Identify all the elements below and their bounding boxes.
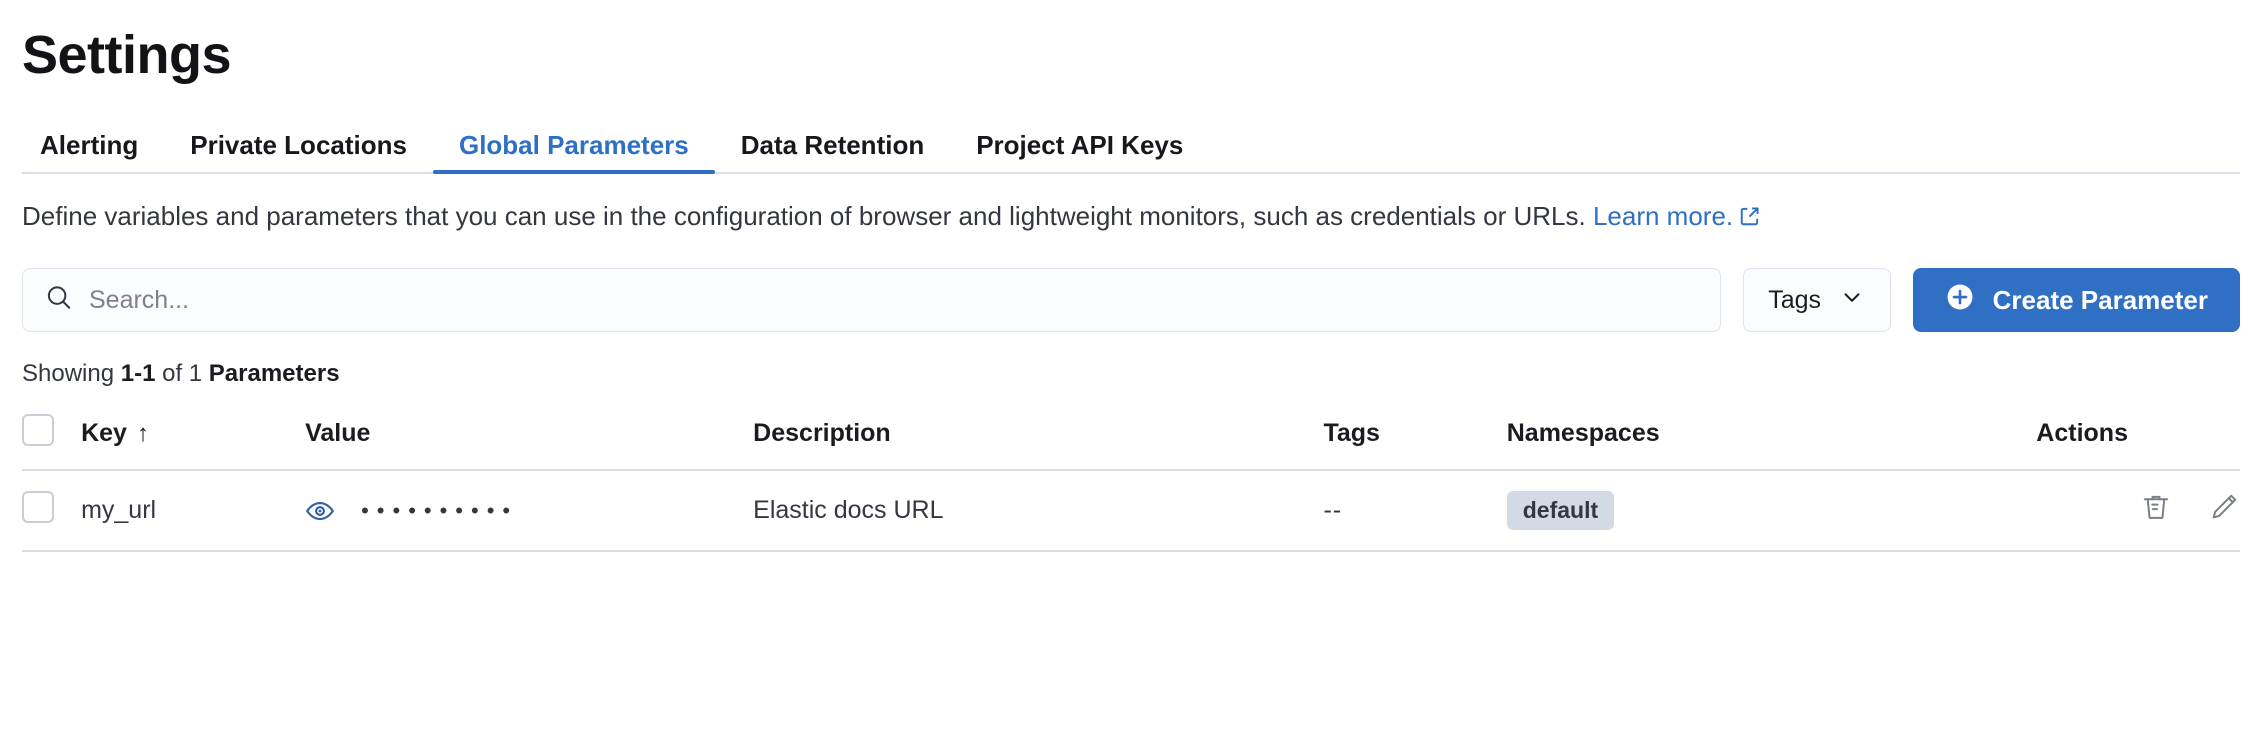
td-description: Elastic docs URL [753,470,1324,553]
table-body: my_url •••••••••• Elastic docs UR [22,470,2240,553]
search-field-wrap [22,268,1721,333]
td-namespaces: default [1506,470,2037,553]
th-value: Value [305,404,754,472]
tags-filter-button[interactable]: Tags [1742,268,1891,333]
settings-tabs: Alerting Private Locations Global Parame… [22,120,2240,175]
namespace-badge: default [1506,491,1615,531]
table-row: my_url •••••••••• Elastic docs UR [22,470,2240,553]
pencil-icon[interactable] [2208,491,2240,523]
tab-data-retention[interactable]: Data Retention [715,132,950,172]
tags-filter-label: Tags [1768,285,1822,314]
select-all-checkbox[interactable] [22,414,54,447]
td-value: •••••••••• [305,470,754,553]
th-key-label: Key [81,419,127,448]
table-header-row: Key ↑ Value Description Tags Namespaces A… [22,404,2240,472]
showing-total: 1 [188,360,209,388]
description-body: Define variables and parameters that you… [22,201,1593,232]
showing-noun: Parameters [208,360,340,388]
th-key[interactable]: Key ↑ [81,404,306,472]
plus-circle-icon [1945,282,1975,319]
sort-ascending-icon: ↑ [136,420,149,448]
th-actions-label: Actions [2036,419,2128,448]
row-actions [2140,491,2240,523]
tab-label: Global Parameters [458,130,689,161]
th-description: Description [753,404,1324,472]
search-input[interactable] [22,268,1721,333]
th-namespaces-label: Namespaces [1506,419,1660,448]
description-text: Define variables and parameters that you… [22,198,2237,238]
row-checkbox[interactable] [22,491,54,524]
chevron-down-icon [1839,284,1865,317]
tags-empty: -- [1323,496,1343,525]
page-title: Settings [22,25,232,85]
create-parameter-button[interactable]: Create Parameter [1912,268,2240,333]
trash-icon[interactable] [2140,491,2172,523]
showing-of: of [155,360,189,388]
tab-global-parameters[interactable]: Global Parameters [432,130,715,175]
learn-more-link[interactable]: Learn more. [1593,201,1761,231]
tab-label: Data Retention [740,130,925,161]
tab-project-api-keys[interactable]: Project API Keys [950,132,1209,172]
td-tags: -- [1323,470,1507,553]
masked-value: •••••••••• [361,497,519,523]
td-key: my_url [81,470,306,553]
toolbar: Tags Create Parameter [22,268,2240,333]
td-actions [2036,470,2240,553]
table-head: Key ↑ Value Description Tags Namespaces A… [22,404,2240,472]
external-link-icon [1739,200,1761,238]
tab-private-locations[interactable]: Private Locations [164,132,433,172]
eye-icon[interactable] [305,496,335,526]
showing-range: 1-1 [120,360,156,388]
showing-prefix: Showing [22,360,121,388]
tab-label: Alerting [40,130,139,161]
th-actions: Actions [2036,404,2240,472]
th-namespaces: Namespaces [1506,404,2037,472]
results-count: Showing 1-1 of 1 Parameters [22,360,2240,388]
tab-label: Project API Keys [976,130,1184,161]
th-description-label: Description [753,419,891,448]
th-select-all [22,404,82,472]
td-select [22,470,82,553]
parameters-table: Key ↑ Value Description Tags Namespaces A… [22,404,2240,553]
tab-label: Private Locations [190,130,407,161]
create-parameter-label: Create Parameter [1992,284,2208,315]
th-tags: Tags [1323,404,1507,472]
value-cell: •••••••••• [305,496,753,526]
th-tags-label: Tags [1323,419,1380,448]
th-value-label: Value [305,419,371,448]
tab-alerting[interactable]: Alerting [22,132,164,172]
learn-more-label: Learn more. [1592,201,1734,232]
